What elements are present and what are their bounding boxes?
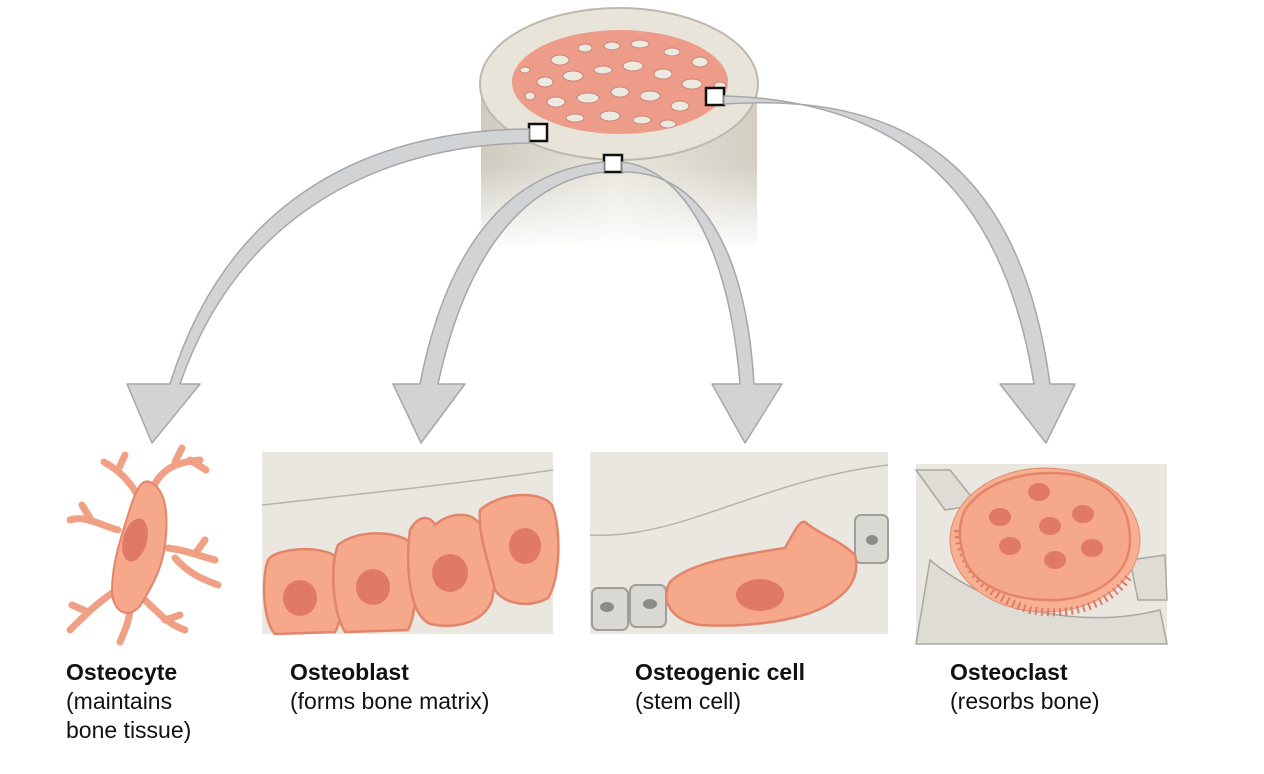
- osteoblast-panel: [261, 452, 560, 636]
- cell-desc: bone tissue): [66, 717, 192, 743]
- osteoclast-cell: [958, 471, 1132, 602]
- arrow-to-osteoclast: [723, 95, 1076, 444]
- osteocyte-cell: [66, 444, 222, 646]
- osteoclast-panel: [914, 464, 1168, 645]
- cell-desc: (resorbs bone): [950, 688, 1100, 714]
- osteocyte-sample-box: [527, 122, 549, 143]
- cell-name: Osteoblast: [290, 659, 409, 685]
- osteoblast-sample-box: [602, 153, 624, 174]
- osteogenic-nucleus: [736, 579, 784, 611]
- osteocyte-nucleus: [122, 518, 148, 562]
- label-osteoclast: Osteoclast (resorbs bone): [950, 658, 1100, 716]
- osteogenic-cell: [665, 520, 858, 627]
- ruffled-border: [954, 529, 1134, 617]
- cell-name: Osteogenic cell: [635, 659, 806, 685]
- sample-region-markers: [527, 86, 726, 174]
- cell-desc: (stem cell): [635, 688, 742, 714]
- arrow-to-osteocyte: [126, 128, 530, 444]
- osteoclast-sample-box: [704, 86, 726, 107]
- label-osteoblast: Osteoblast (forms bone matrix): [290, 658, 489, 716]
- cell-desc: (forms bone matrix): [290, 688, 490, 714]
- cell-name: Osteocyte: [66, 659, 178, 685]
- arrows: [126, 95, 1076, 444]
- arrow-to-osteogenic: [621, 161, 783, 444]
- cell-name: Osteoclast: [950, 659, 1068, 685]
- arrow-to-osteoblast: [392, 161, 605, 444]
- osteogenic-panel: [589, 452, 889, 634]
- bone-cross-section: [479, 7, 759, 248]
- label-osteogenic-cell: Osteogenic cell (stem cell): [635, 658, 805, 716]
- label-osteocyte: Osteocyte (maintains bone tissue): [66, 658, 191, 745]
- spongy-bone-spaces: [519, 39, 727, 129]
- cell-desc: (maintains: [66, 688, 173, 714]
